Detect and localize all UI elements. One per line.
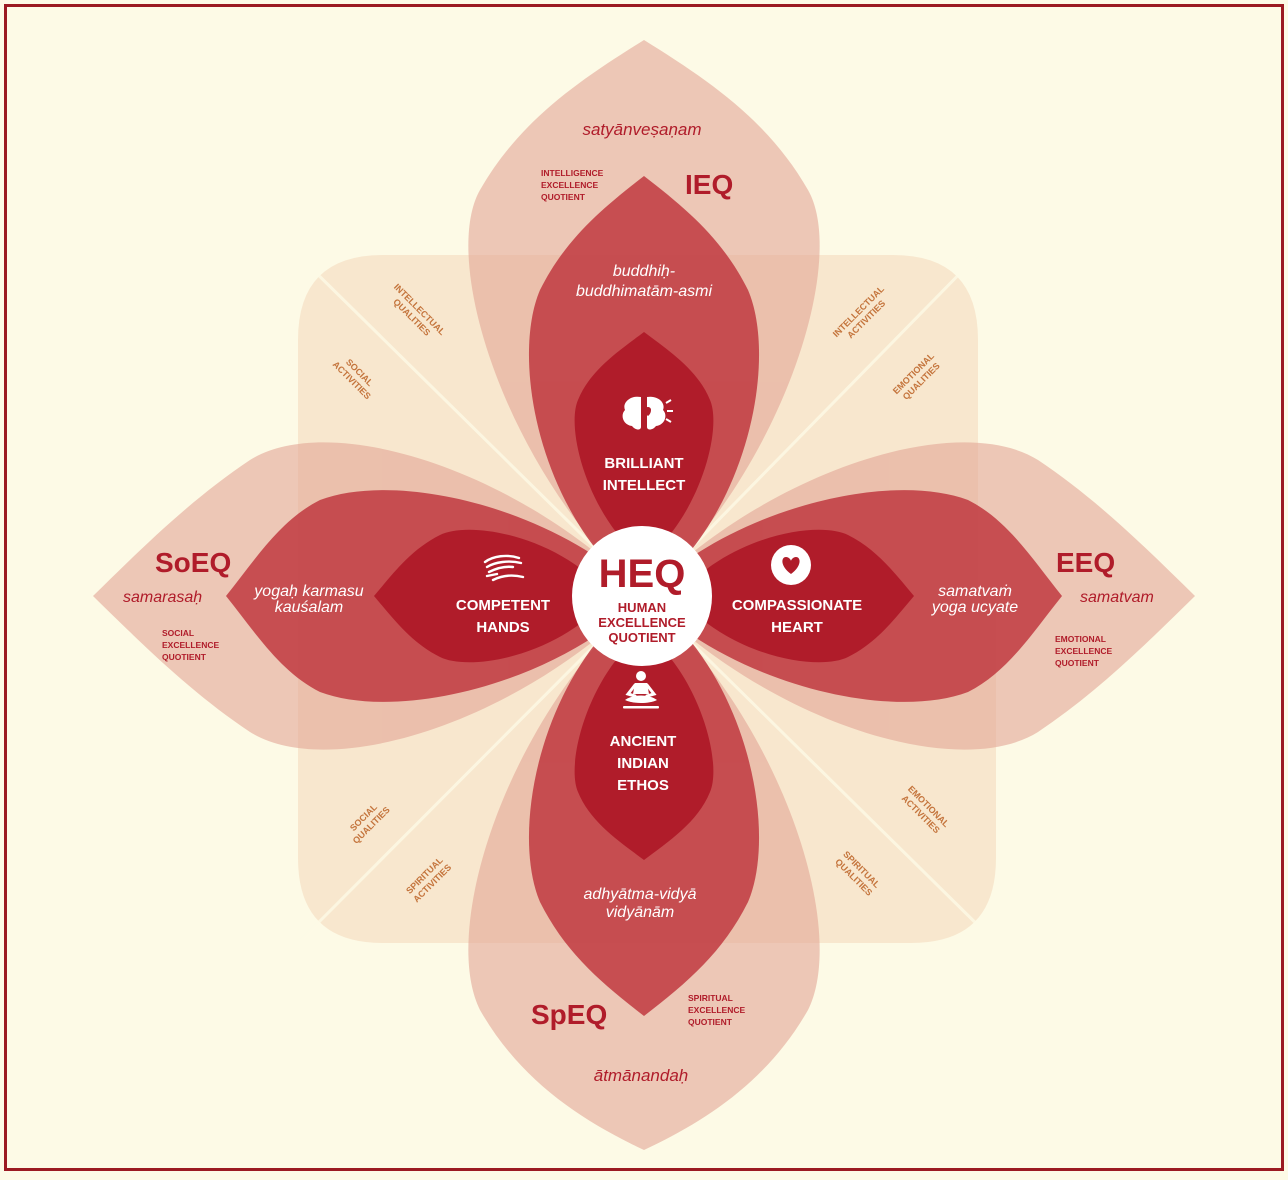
- right-inner-line: COMPASSIONATE: [732, 597, 862, 614]
- center-subtitle-line: EXCELLENCE: [598, 615, 686, 630]
- top-middle-line: buddhimatām-asmi: [576, 283, 713, 300]
- bottom-inner-line: ANCIENT: [610, 733, 677, 750]
- center-subtitle-line: QUOTIENT: [608, 630, 675, 645]
- bottom-inner-line: ETHOS: [617, 777, 669, 794]
- top-inner-line: BRILLIANT: [604, 455, 683, 472]
- bottom-code: SpEQ: [531, 999, 607, 1030]
- inner-petal-bottom: [574, 632, 714, 860]
- bottom-inner-line: INDIAN: [617, 755, 669, 772]
- inner-petal-top: [574, 332, 714, 560]
- top-desc-line: INTELLIGENCE: [541, 168, 604, 178]
- bottom-desc-line: SPIRITUAL: [688, 993, 733, 1003]
- right-desc-line: QUOTIENT: [1055, 658, 1100, 668]
- right-desc-line: EXCELLENCE: [1055, 646, 1112, 656]
- diagonal-dividers: [296, 253, 998, 945]
- left-outer-phrase: samarasaḥ: [123, 589, 202, 606]
- top-code: IEQ: [685, 169, 733, 200]
- center-title: HEQ: [599, 552, 686, 596]
- meditation-icon: [623, 671, 659, 709]
- top-outer-phrase: satyānveṣaṇam: [582, 120, 701, 139]
- left-inner-line: COMPETENT: [456, 597, 550, 614]
- bottom-middle-line: vidyānām: [606, 904, 674, 921]
- left-desc-line: QUOTIENT: [162, 652, 207, 662]
- brain-heart-icon: [622, 396, 673, 430]
- right-code: EEQ: [1056, 547, 1115, 578]
- bottom-outer-phrase: ātmānandaḥ: [594, 1066, 689, 1085]
- left-inner-line: HANDS: [476, 619, 529, 636]
- left-middle-line: kauśalam: [275, 599, 343, 616]
- hands-icon: [483, 554, 525, 582]
- bottom-desc-line: EXCELLENCE: [688, 1005, 745, 1015]
- right-inner-line: HEART: [771, 619, 823, 636]
- right-middle-line: yoga ucyate: [931, 599, 1018, 616]
- inner-petals: [374, 332, 914, 860]
- left-code: SoEQ: [155, 547, 231, 578]
- top-desc-line: QUOTIENT: [541, 192, 586, 202]
- inner-petal-right: [678, 529, 914, 663]
- top-inner-line: INTELLECT: [603, 477, 686, 494]
- right-outer-phrase: samatvam: [1080, 589, 1154, 606]
- left-desc-line: EXCELLENCE: [162, 640, 219, 650]
- inner-petal-left: [374, 529, 610, 663]
- top-desc-line: EXCELLENCE: [541, 180, 598, 190]
- bottom-desc-line: QUOTIENT: [688, 1017, 733, 1027]
- heart-icon: [771, 545, 811, 585]
- center-subtitle-line: HUMAN: [618, 600, 666, 615]
- left-desc-line: SOCIAL: [162, 628, 194, 638]
- right-desc-line: EMOTIONAL: [1055, 634, 1106, 644]
- top-middle-line: buddhiḥ-: [613, 263, 675, 280]
- bottom-middle-line: adhyātma-vidyā: [584, 886, 697, 903]
- center-circle: [572, 526, 712, 666]
- left-middle-line: yogaḥ karmasu: [253, 583, 363, 600]
- right-middle-line: samatvaṁ: [938, 583, 1012, 600]
